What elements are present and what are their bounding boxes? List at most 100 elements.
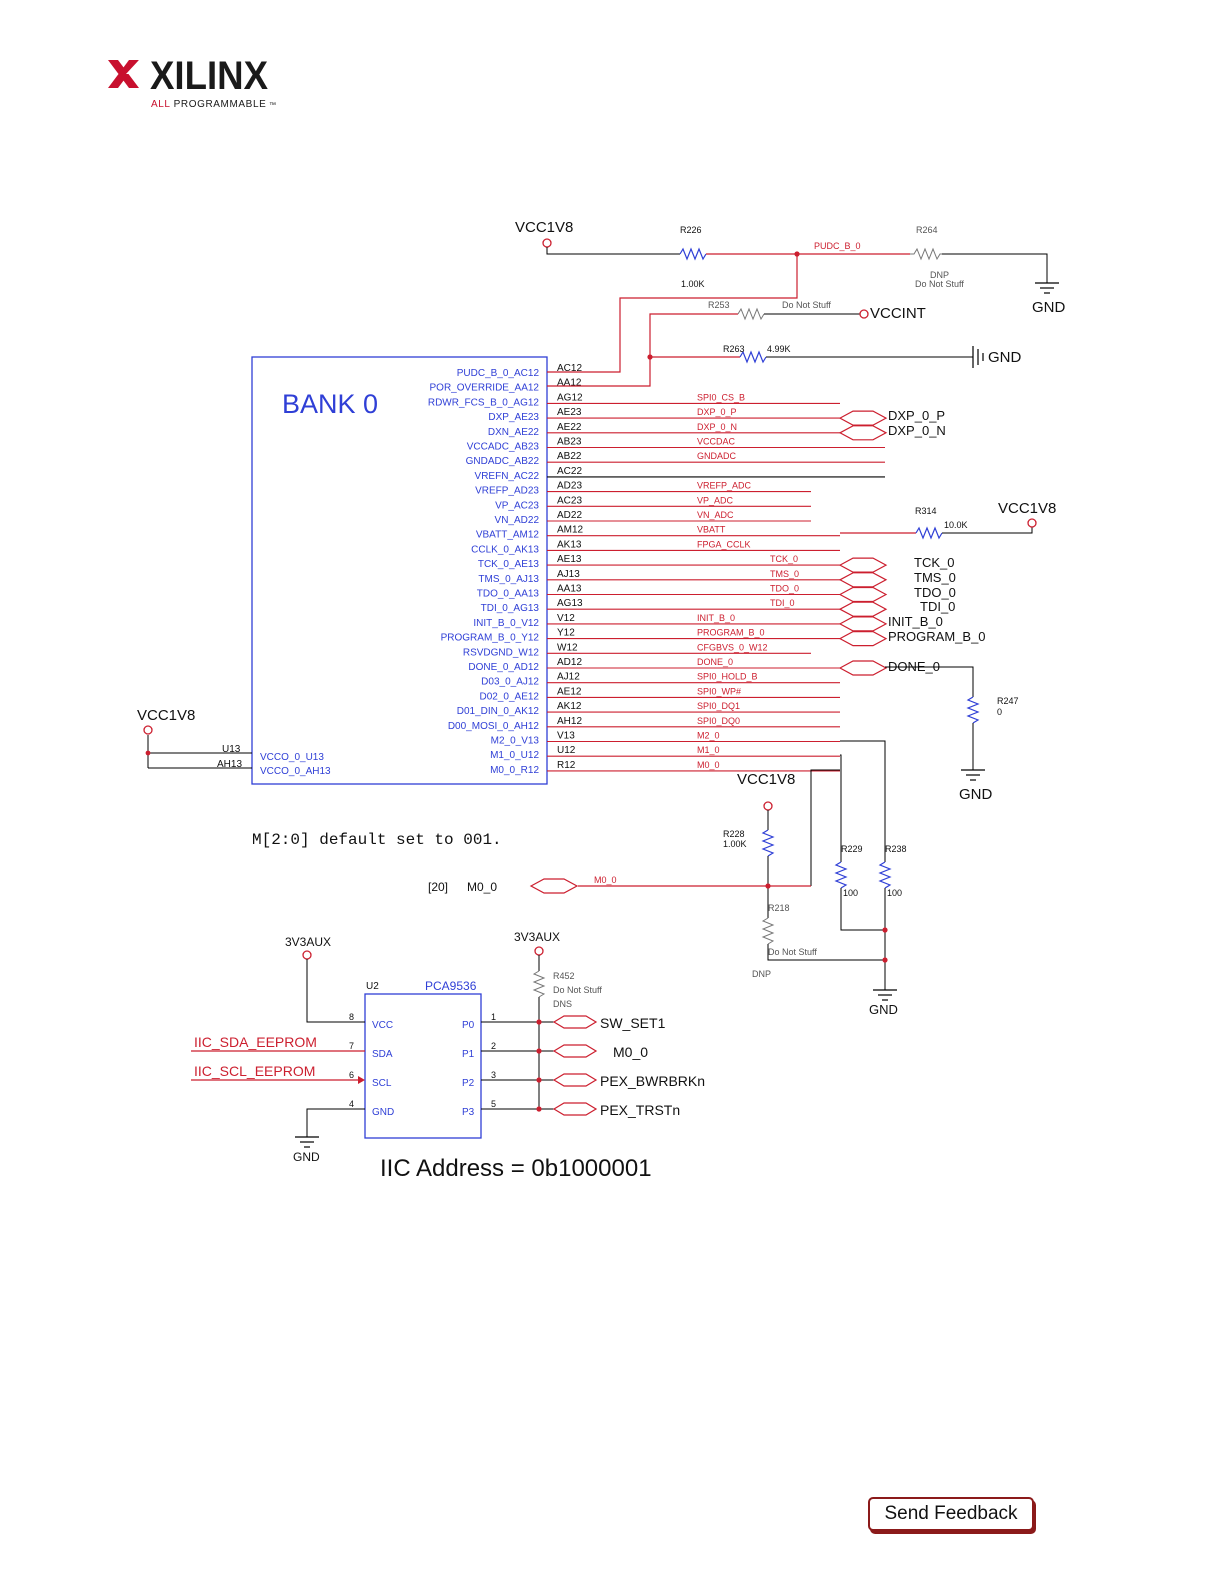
bank0-pin-ball: AD23: [557, 481, 582, 492]
r263-value: 4.99K: [767, 344, 791, 354]
pca-refdes: U2: [366, 981, 379, 992]
tms-label: TMS_0: [914, 570, 956, 585]
bank0-pin-net: M0_0: [697, 760, 720, 770]
pca-left-pin-name: SCL: [372, 1078, 392, 1089]
vcc1v8-left-label: VCC1V8: [137, 707, 195, 724]
r238-ref: R238: [885, 844, 907, 854]
vcc1v8-r314-label: VCC1V8: [998, 500, 1056, 517]
r229-ref: R229: [841, 844, 863, 854]
vccint-label: VCCINT: [870, 305, 926, 322]
r226-ref: R226: [680, 225, 702, 235]
bank0-pin-name: DXN_AE22: [488, 427, 540, 438]
pca-left-pin-name: SDA: [372, 1049, 393, 1060]
vcc1v8-top-label: VCC1V8: [515, 219, 573, 236]
bank0-pin-net: M1_0: [697, 745, 720, 755]
bank0-pin-ball: AE13: [557, 554, 582, 565]
bank0-pin-ball: AA12: [557, 378, 582, 389]
off-page-connector-icon: [838, 586, 888, 603]
r253-ref: R253: [708, 300, 730, 310]
bank0-pin-ball: AM12: [557, 525, 584, 536]
pca-right-pin-num: 5: [491, 1099, 496, 1109]
bank0-pin-name: D03_0_AJ12: [481, 677, 539, 688]
r218-dnp: DNP: [752, 969, 771, 979]
r218-ref: R218: [768, 903, 790, 913]
bank0-pin-name: D02_0_AE12: [480, 691, 540, 702]
r228-ref: R228: [723, 829, 745, 839]
r253-value: Do Not Stuff: [782, 300, 831, 310]
r247-value: 0: [997, 707, 1002, 717]
pudc-net-label: PUDC_B_0: [814, 241, 861, 251]
left-pin-vcco-ah13: VCCO_0_AH13: [260, 766, 331, 777]
bank0-title: BANK 0: [282, 389, 378, 419]
pca-right-pin-name: P2: [462, 1078, 475, 1089]
bank0-pin-net: M2_0: [697, 731, 720, 741]
bank0-pin-ball: AG13: [557, 598, 583, 609]
bank0-pin-ball: V12: [557, 613, 575, 624]
pca-left-net: IIC_SDA_EEPROM: [194, 1034, 317, 1050]
logo-trademark: ™: [269, 102, 276, 109]
bank0-pin-name: D00_MOSI_0_AH12: [448, 721, 540, 732]
bank0-pin-net: PROGRAM_B_0: [697, 628, 765, 638]
bank0-pin-name: CCLK_0_AK13: [471, 544, 539, 555]
pca-right-pin-num: 3: [491, 1070, 496, 1080]
bank0-box: [251, 356, 548, 785]
gnd-r247-label: GND: [959, 786, 993, 803]
r226-value: 1.00K: [681, 279, 705, 289]
off-page-connector-icon: [552, 1073, 598, 1087]
mode-note: M[2:0] default set to 001.: [252, 831, 502, 849]
bank0-pin-ball: AC12: [557, 363, 582, 374]
bank0-pin-name: TMS_0_AJ13: [478, 574, 539, 585]
off-page-connector-icon: [838, 425, 888, 441]
bank0-pin-name: M0_0_R12: [490, 765, 539, 776]
logo-wordmark: XILINX: [150, 54, 268, 98]
r228-value: 1.00K: [723, 839, 747, 849]
bank0-pin-net: FPGA_CCLK: [697, 539, 751, 549]
v3v3aux-right-label: 3V3AUX: [514, 930, 560, 944]
dxp-p-label: DXP_0_P: [888, 408, 945, 423]
bank0-pin-name: M2_0_V13: [491, 736, 540, 747]
pca-left-pin-num: 6: [349, 1070, 354, 1080]
pca-left-pin-num: 7: [349, 1041, 354, 1051]
bank0-pin-ball: AE22: [557, 422, 582, 433]
m0-net-label: M0_0: [594, 875, 617, 885]
bank0-pin-ball: AB23: [557, 437, 582, 448]
bank0-pin-ball: AD22: [557, 510, 582, 521]
off-page-connector-icon: [838, 601, 888, 617]
bank0-pin-ball: AK12: [557, 701, 582, 712]
bank0-pin-net: INIT_B_0: [697, 613, 735, 623]
r264-value: DNP: [930, 270, 949, 280]
gnd-pca-label: GND: [293, 1150, 320, 1164]
tdo-label: TDO_0: [914, 585, 956, 600]
bank0-pin-name: VREFN_AC22: [475, 471, 540, 482]
pca9536-box: [364, 993, 482, 1139]
bank0-pin-ball: AA13: [557, 584, 582, 595]
bank0-pin-net: SPI0_CS_B: [697, 392, 745, 402]
r264-ref: R264: [916, 225, 938, 235]
off-page-connector-icon: [838, 616, 888, 632]
pca9536-block: U2 PCA9536 3V3AUX GND VCC8SDA7IIC_SDA_EE…: [191, 930, 705, 1182]
bank0-pin-net: VCCDAC: [697, 437, 736, 447]
bank0-pin-net: SPI0_WP#: [697, 686, 741, 696]
tdi-label: TDI_0: [920, 599, 955, 614]
r247-ref: R247: [997, 696, 1019, 706]
bank0-pin-name: TDO_0_AA13: [477, 589, 540, 600]
left-pin-vcco-u13: VCCO_0_U13: [260, 752, 324, 763]
bank0-pin-name: VBATT_AM12: [476, 530, 540, 541]
off-page-connector-icon: [552, 1044, 598, 1058]
bank0-pin-ball: AH12: [557, 716, 582, 727]
bank0-pin-ball: V13: [557, 731, 575, 742]
pca-right-net: M0_0: [613, 1044, 648, 1060]
xilinx-mark-icon: [108, 60, 139, 88]
gnd-r263-label: GND: [988, 349, 1022, 366]
off-page-connector-icon: [838, 557, 888, 573]
bank0-pin-net: VP_ADC: [697, 495, 734, 505]
pca-right-net: PEX_TRSTn: [600, 1102, 680, 1118]
pudc-network: VCC1V8 R226 1.00K PUDC_B_0 R264 DNP Do N…: [515, 219, 1066, 387]
bank0-pin-name: D01_DIN_0_AK12: [457, 706, 540, 717]
send-feedback-button[interactable]: Send Feedback: [868, 1497, 1034, 1531]
pca-left-pin-name: GND: [372, 1107, 394, 1118]
off-page-connector-icon: [552, 1102, 598, 1116]
bank0-pin-name: INIT_B_0_V12: [473, 618, 539, 629]
